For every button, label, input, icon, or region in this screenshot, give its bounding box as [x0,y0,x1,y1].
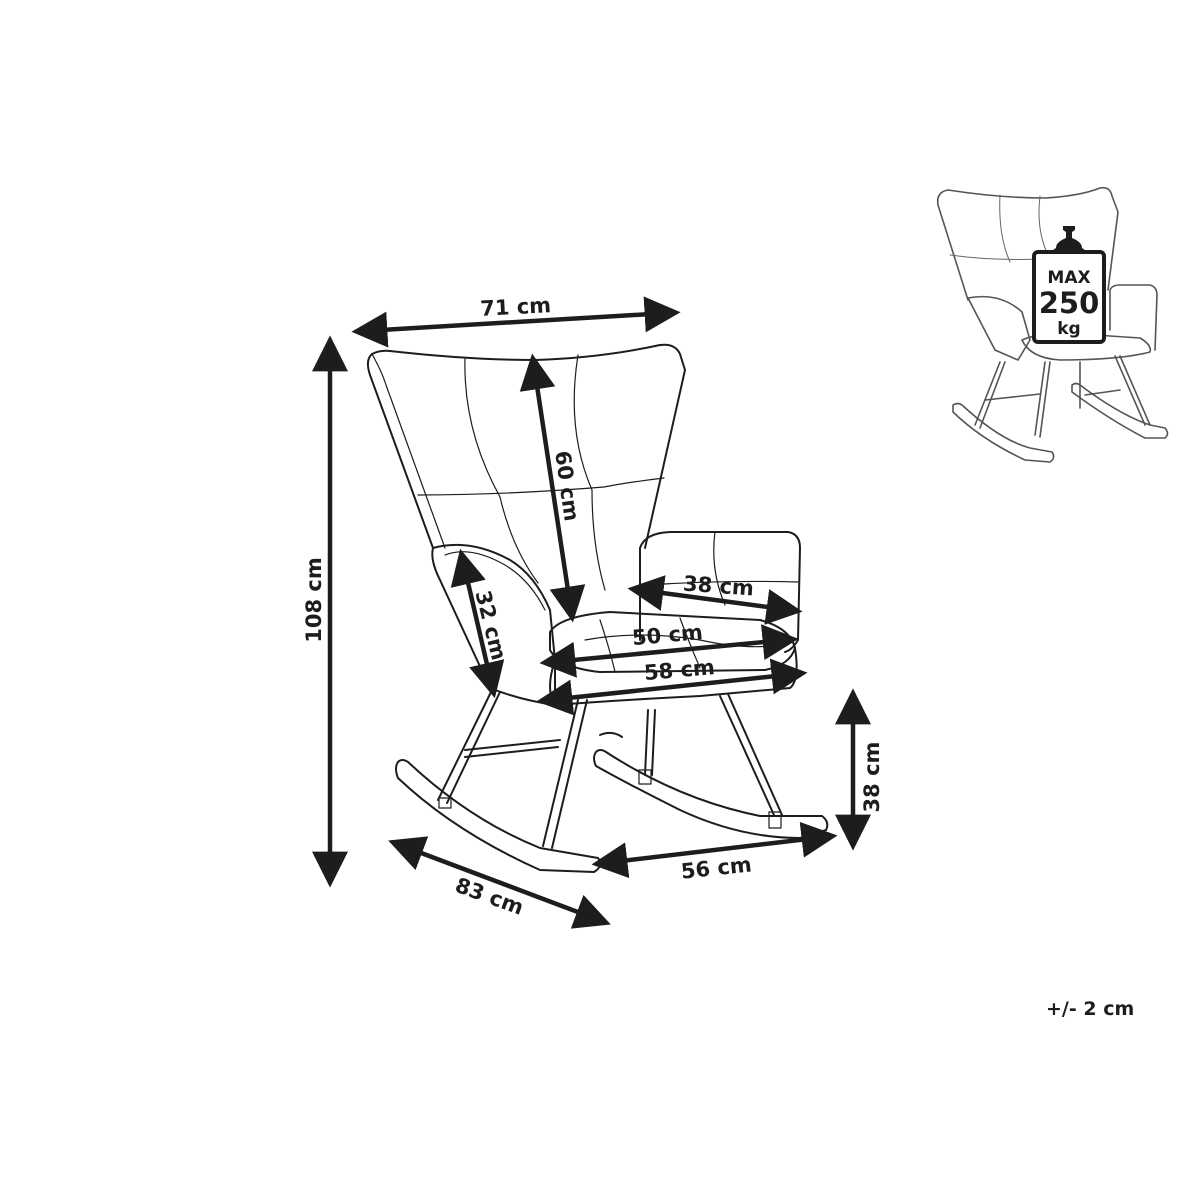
badge-unit: kg [1057,319,1080,339]
seat-depth-dimension-line [536,658,808,716]
max-load-badge: MAX 250 kg [1032,226,1106,344]
seat-width-label: 50 cm [631,620,704,650]
dimension-labels: 71 cm 108 cm 60 cm 32 cm 38 cm 50 cm 58 … [302,293,884,920]
bracket [638,769,652,785]
chair-legs [437,689,783,849]
armrest-height-dimension-line [450,548,505,699]
backrest-dimension-line [519,353,586,623]
cross-bars [464,731,623,758]
right-rocker [593,749,829,839]
seat-width-dimension-line [539,624,799,678]
mini-chair-drawing: MAX 250 kg [936,186,1169,463]
base-depth-dimension-line [388,836,611,929]
seat-height-label: 38 cm [860,742,884,813]
armrest-depth-label: 38 cm [682,572,754,601]
tolerance-note: +/- 2 cm [1046,998,1135,1020]
height-label: 108 cm [302,557,326,642]
base-width-dimension-line [591,821,838,879]
badge-value: 250 [1039,286,1100,320]
badge-label: MAX [1047,268,1090,288]
armrest-depth-dimension-line [627,575,803,625]
rocking-chair-drawing [366,343,829,873]
width-dimension-line [351,296,681,348]
backrest-inner-edge [371,353,446,549]
bracket [438,797,452,809]
dimension-lines [312,296,871,929]
bracket [768,811,782,829]
badge-box [1032,250,1106,344]
width-label: 71 cm [480,293,552,321]
backrest-outline [366,343,686,549]
base-width-label: 56 cm [680,852,753,883]
seat-depth-label: 58 cm [643,655,716,685]
backrest-quilting [417,354,665,591]
weight-icon [1050,226,1088,252]
